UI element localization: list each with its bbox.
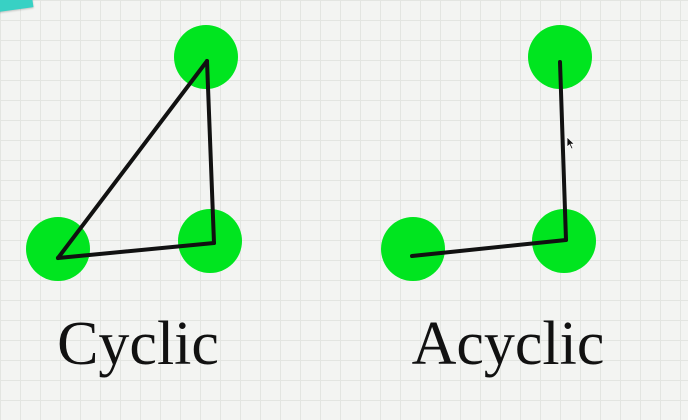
mouse-pointer-icon — [566, 136, 576, 150]
acyclic-node-left — [381, 217, 445, 281]
acyclic-edge-top-right — [558, 60, 568, 242]
acyclic-graph: Acyclic — [381, 25, 604, 378]
cyclic-edge-right-left — [56, 241, 216, 260]
cyclic-label: Cyclic — [57, 310, 219, 378]
cyclic-node-right — [178, 209, 242, 273]
acyclic-node-top — [528, 25, 592, 89]
cyclic-edge-left-top — [56, 59, 209, 260]
cyclic-graph: Cyclic — [26, 25, 242, 378]
cyclic-node-top — [174, 25, 238, 89]
cyclic-edge-top-right — [205, 59, 216, 245]
acyclic-edge-right-left — [410, 238, 568, 258]
cyclic-node-left — [26, 217, 90, 281]
acyclic-label: Acyclic — [412, 310, 605, 378]
